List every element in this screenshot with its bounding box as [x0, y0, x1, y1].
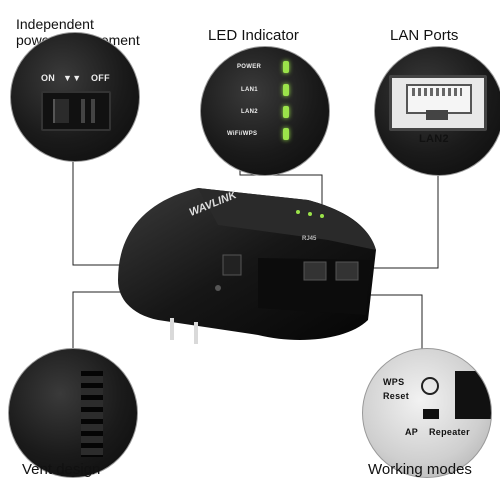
led-power-icon	[283, 61, 289, 73]
led-label-wifi: WiFi/WPS	[227, 131, 258, 137]
led-lan2-icon	[283, 106, 289, 118]
mode-switch-icon	[423, 409, 439, 419]
led-wifi-icon	[283, 128, 289, 140]
device-plate-label: RJ45	[302, 236, 317, 242]
led-indicator-title: LED Indicator	[208, 27, 299, 44]
power-switch	[41, 91, 111, 131]
lan2-label: LAN2	[419, 133, 449, 145]
port-icon	[455, 371, 491, 419]
lan-port-closeup: LAN2	[374, 46, 500, 176]
vent-slots	[81, 371, 103, 457]
rj45-port-icon	[389, 75, 487, 131]
wps-label: WPS	[383, 377, 405, 387]
switch-off-label: OFF	[91, 73, 110, 83]
led-label-lan1: LAN1	[241, 87, 258, 93]
vent-closeup	[8, 348, 138, 478]
switch-on-label: ON	[41, 73, 56, 83]
ap-label: AP	[405, 427, 419, 437]
led-lan1-icon	[283, 84, 289, 96]
power-switch-closeup: ON ▼▼ OFF	[10, 32, 140, 162]
reset-label: Reset	[383, 391, 410, 401]
led-indicator-closeup: POWER LAN1 LAN2 WiFi/WPS	[200, 46, 330, 176]
led-label-lan2: LAN2	[241, 109, 258, 115]
working-modes-title: Working modes	[368, 461, 472, 478]
repeater-label: Repeater	[429, 427, 470, 437]
led-label-power: POWER	[237, 64, 262, 70]
wps-reset-button-icon	[421, 377, 439, 395]
vent-design-title: Vent design	[22, 461, 101, 478]
working-modes-closeup: WPS Reset AP Repeater	[362, 348, 492, 478]
wavlink-router-device	[118, 188, 376, 344]
lan-ports-title: LAN Ports	[390, 27, 459, 44]
switch-arrows-icon: ▼▼	[63, 73, 82, 83]
